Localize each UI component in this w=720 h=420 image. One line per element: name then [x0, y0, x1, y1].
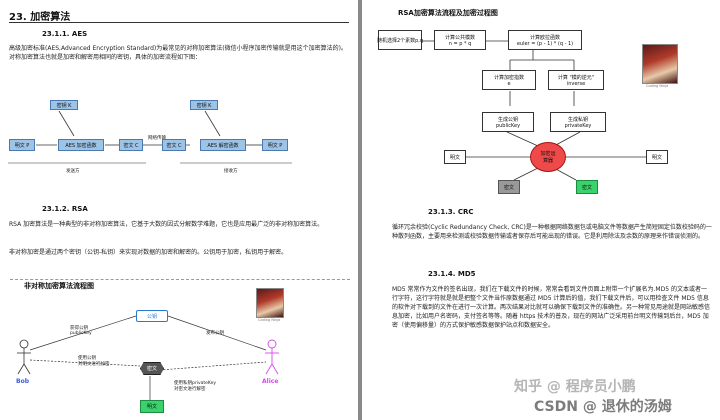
aes-receiver-label: 接收方 [224, 169, 238, 174]
aes-key-receiver: 密钥 K [190, 100, 218, 110]
rsa-diagram-lines [17, 315, 279, 400]
aes-paragraph: 高级加密标准(AES,Advanced Encryption Standard)… [9, 45, 347, 61]
rsa-paragraph-1: RSA 加密算法是一种典型的非对称加密算法，它基于大数的因式分解数学难题，它也是… [9, 221, 324, 228]
coding-ninja-thumbnail-right [642, 44, 678, 84]
right-page: RSA加密算法流程及加密过程图 随机选择2个素数p,q 计算公共模数 n = p… [362, 0, 720, 420]
flow-compute-euler: 计算欧拉函数 euler = (p - 1) * (q - 1) [508, 30, 582, 50]
flow-crypto-engine: 加密运 算器 [530, 142, 566, 172]
rsa-diagram-title: 非对称加密算法流程图 [24, 282, 94, 290]
flow-compute-inverse: 计算 "模的逆元" inverse [548, 70, 604, 90]
aes-heading: 23.1.1. AES [42, 30, 88, 38]
md5-heading: 23.1.4. MD5 [428, 270, 476, 278]
rsa-decrypt-note: 使用私钥privateKey 对密文进行解密 [174, 381, 217, 392]
coding-ninja-caption-left: Coding Ninja [258, 318, 281, 322]
md5-paragraph: MD5 常常作为文件的签名出现，我们在下载文件的时候，常常会看到文件页面上附带一… [392, 286, 711, 329]
rsa-flow-title: RSA加密算法流程及加密过程图 [398, 9, 498, 17]
crc-heading: 23.1.3. CRC [428, 208, 474, 216]
flow-ciphertext-a: 密文 [498, 180, 520, 194]
aes-decrypt-function: AES 解密函数 [200, 139, 246, 151]
coding-ninja-caption-right: Coding Ninja [646, 84, 669, 88]
aes-ciphertext-receiver: 密文 C [162, 139, 186, 151]
rsa-paragraph-2: 非对称加密是通过两个密钥（公钥-私钥）来实现对数据的加密和解密的。公钥用于加密，… [9, 249, 288, 256]
bob-label: Bob [16, 378, 29, 385]
rsa-send-public-key-label: 发布公钥 [206, 331, 224, 336]
flow-private-key: 生成私钥 privateKey [550, 112, 606, 132]
flow-compute-n: 计算公共模数 n = p * q [434, 30, 486, 50]
rsa-heading: 23.1.2. RSA [42, 205, 88, 213]
rsa-ciphertext-box: 密文 [140, 362, 164, 375]
rsa-get-public-key-label: 获得公钥 publicKey [70, 326, 92, 336]
coding-ninja-thumbnail-left [256, 288, 284, 318]
section-title: 23. 加密算法 [9, 12, 71, 23]
zhihu-watermark: 知乎 @ 程序员小鹏 [514, 379, 636, 395]
aes-encrypt-function: AES 加密函数 [58, 139, 104, 151]
rsa-flow-lines [422, 40, 646, 181]
rsa-plaintext-box: 明文 [140, 400, 164, 413]
aes-plaintext-sender: 明文 P [9, 139, 35, 151]
crc-paragraph: 循环冗余校验(Cyclic Redundancy Check, CRC)是一种根… [392, 224, 712, 240]
flow-plaintext-left: 明文 [444, 150, 466, 164]
aes-ciphertext-sender: 密文 C [119, 139, 143, 151]
flow-plaintext-right: 明文 [646, 150, 668, 164]
rsa-public-key-box: 公钥 [136, 310, 168, 322]
flow-compute-e: 计算加密指数 e [482, 70, 536, 90]
csdn-watermark: CSDN @ 退休的汤姆 [534, 399, 672, 415]
title-rule [9, 22, 349, 23]
rsa-encrypt-note: 使用公钥 对明文进行加密 [78, 356, 110, 367]
aes-key-sender: 密钥 K [50, 100, 78, 110]
rsa-diagram-frame [10, 279, 350, 420]
aes-network-transfer-label: 网络传输 [148, 136, 166, 141]
flow-ciphertext-b: 密文 [576, 180, 598, 194]
aes-sender-label: 发送方 [66, 169, 80, 174]
aes-plaintext-receiver: 明文 P [262, 139, 288, 151]
left-page: 23. 加密算法 23.1.1. AES 高级加密标准(AES,Advanced… [0, 0, 358, 420]
alice-label: Alice [262, 378, 279, 385]
flow-public-key: 生成公钥 publicKey [482, 112, 534, 132]
flow-random-primes: 随机选择2个素数p,q [377, 30, 423, 50]
